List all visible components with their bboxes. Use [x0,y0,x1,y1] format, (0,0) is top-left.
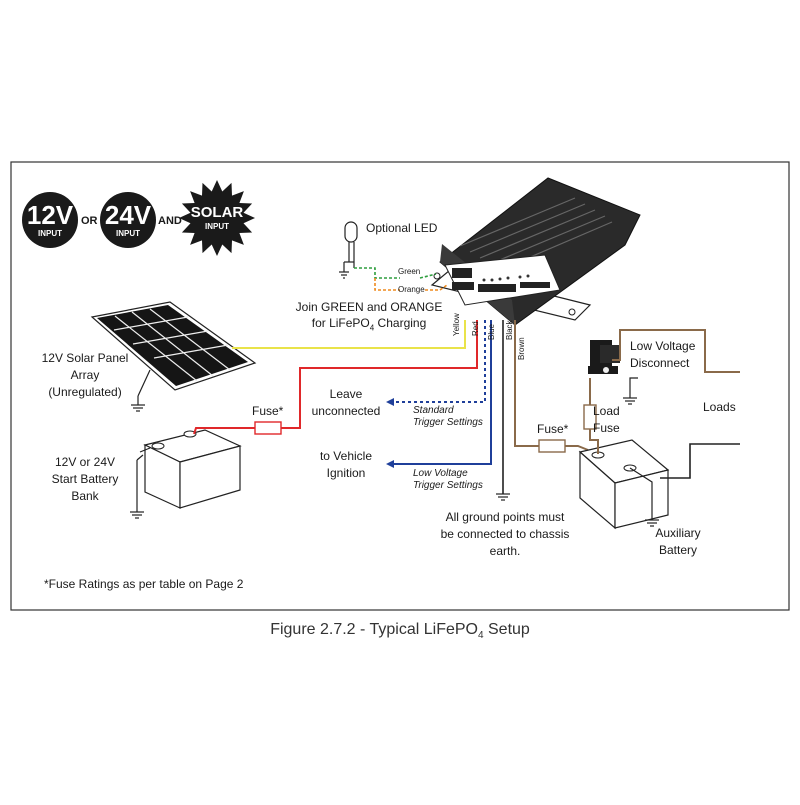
green-wire [354,267,437,279]
ground-symbol [496,493,510,501]
orange-wire [374,278,448,291]
black-wire-label: Black [505,320,514,340]
load-fuse-label-2: Fuse [593,421,620,435]
badge-12v-label: 12V [26,200,74,230]
ground-note-3: earth. [489,544,521,558]
lvd-label-1: Low Voltage [630,339,696,353]
start-battery-label-1: 12V or 24V [54,455,116,469]
ground-note-1: All ground points must [445,510,565,524]
yellow-wire [232,320,466,349]
solar-panel-label-1: 12V Solar Panel [41,351,129,365]
low-voltage-disconnect-icon [588,340,620,374]
badge-solar-sub: INPUT [205,222,229,231]
join-note-line1: Join GREEN and ORANGE [295,300,443,314]
arrow-icon [386,460,394,468]
ground-symbol [131,396,145,412]
aux-battery-label-1: Auxiliary [655,526,701,540]
badge-12v-circle [22,192,78,248]
arrow-icon [386,398,394,406]
aux-battery-label-2: Battery [658,543,697,557]
aux-ground-wire [629,467,653,520]
fuse-icon [254,421,282,435]
green-wire-label: Green [398,267,421,276]
optional-led-icon [339,221,358,279]
fuse-right-label: Fuse* [537,422,569,436]
red-wire-label: Red [471,321,480,336]
ground-symbol [645,519,659,527]
solar-panel-icon [90,301,257,397]
or-text: OR [81,215,98,227]
ground-note-2: be connected to chassis [440,527,570,541]
sun-icon [179,180,255,256]
standard-trigger-label-1: Standard [413,405,454,416]
lowv-trigger-label-2: Trigger Settings [413,480,483,491]
fuse-icon [583,404,597,430]
badge-24v-circle [100,192,156,248]
blue-wire-standard [392,320,486,403]
fuse-left-label: Fuse* [252,404,284,418]
lvd-label-2: Disconnect [630,356,690,370]
ignition-label-2: Ignition [326,466,366,480]
solar-panel-label-2: Array [70,368,100,382]
loads-positive-wire [612,329,740,373]
ground-symbol [130,460,144,519]
badge-solar-label: SOLAR [190,204,244,221]
start-battery-icon [136,429,242,509]
figure-caption: Figure 2.7.2 - Typical LiFePO4 Setup [270,621,530,642]
badge-24v-sub: INPUT [116,229,140,238]
standard-trigger-label-2: Trigger Settings [413,417,483,428]
leave-label-1: Leave [329,387,363,401]
yellow-wire-label: Yellow [452,313,461,336]
start-battery-label-3: Bank [71,489,99,503]
ignition-label-1: to Vehicle [319,449,373,463]
fuse-icon [538,439,566,453]
aux-battery-icon [578,439,670,530]
blue-wire-low-voltage [392,320,492,465]
brown-wire-label: Brown [517,337,526,360]
and-text: AND [158,215,182,227]
load-fuse-label-1: Load [593,404,620,418]
loads-label: Loads [703,400,736,414]
red-wire [193,320,478,435]
badge-12v-sub: INPUT [38,229,62,238]
start-battery-label-2: Start Battery [51,472,119,486]
lvd-ground-wire [629,377,638,398]
dc-charger-unit [430,177,641,326]
join-note-line2: for LiFePO4 Charging [311,316,427,333]
blue-wire-label: Blue [487,323,496,340]
lowv-trigger-label-1: Low Voltage [413,468,468,479]
optional-led-label: Optional LED [366,221,438,235]
leave-label-2: unconnected [311,404,381,418]
badge-24v-label: 24V [104,200,152,230]
orange-wire-label: Orange [398,285,425,294]
brown-wire [514,320,589,451]
ground-symbol [623,397,637,405]
fuse-footnote: *Fuse Ratings as per table on Page 2 [44,577,244,591]
loads-negative-wire [660,443,740,479]
solar-panel-label-3: (Unregulated) [48,385,122,399]
